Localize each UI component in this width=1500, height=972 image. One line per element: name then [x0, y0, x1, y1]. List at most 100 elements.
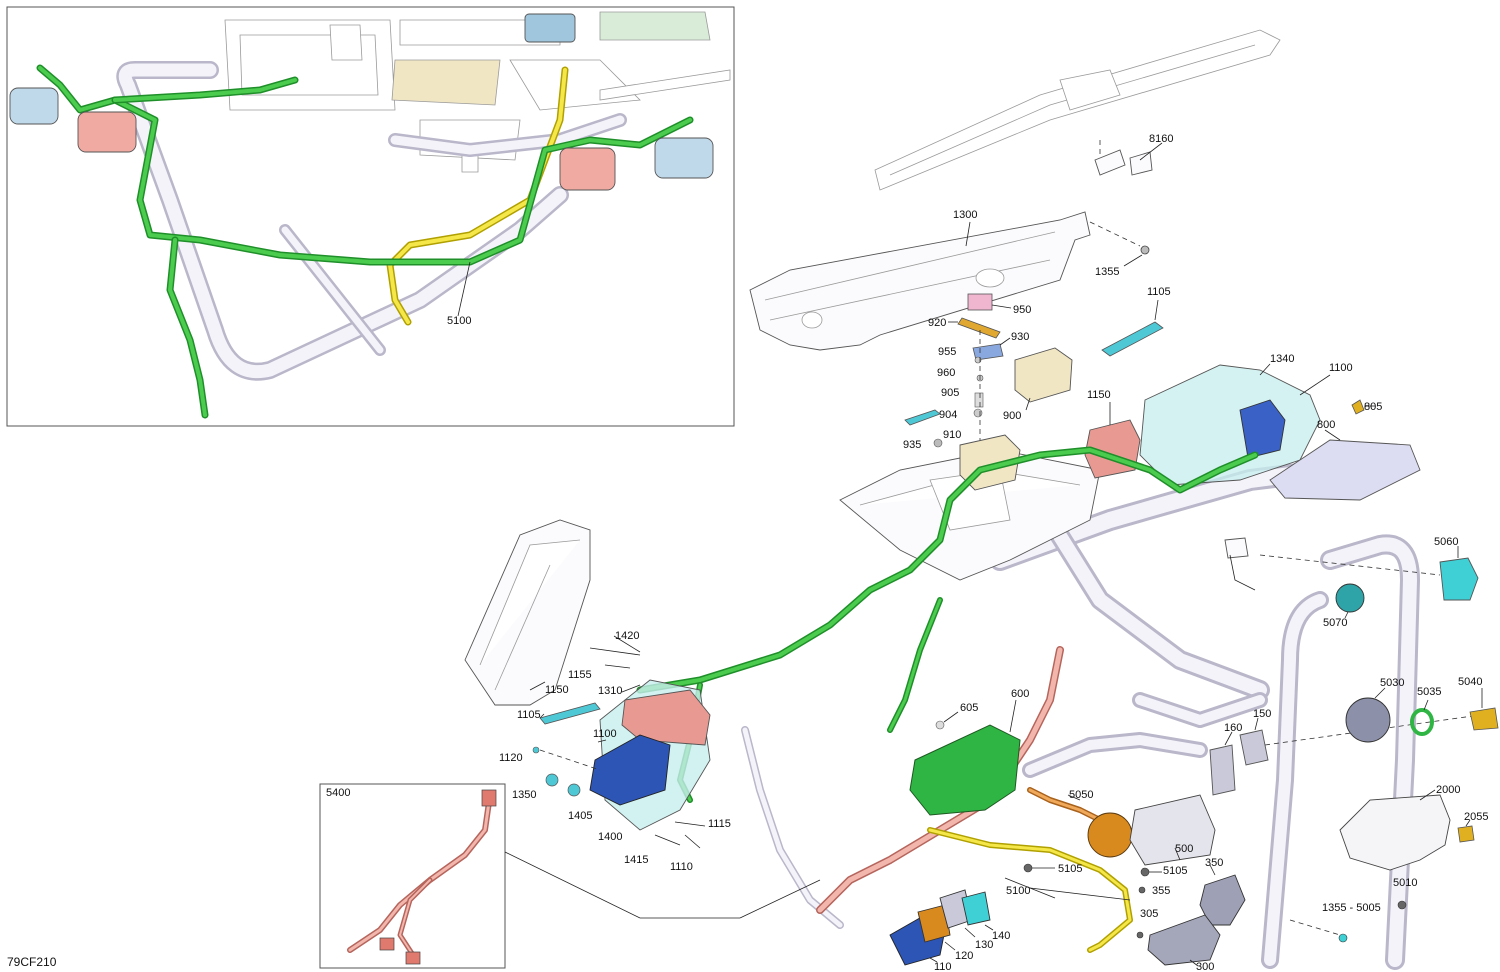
callout-label: 955: [938, 346, 956, 358]
inset-connector-blue-left: [9, 87, 59, 125]
ring-5035: [1410, 708, 1434, 736]
inset-frame: [6, 6, 735, 427]
callout-label: 350: [1205, 857, 1223, 869]
callout-label: 1355: [1095, 266, 1119, 278]
connector-120: [917, 904, 951, 943]
callout-label: 2055: [1464, 811, 1488, 823]
clip-1105-lower: [539, 702, 601, 725]
callout-label: 800: [1317, 419, 1335, 431]
inset-frame: [319, 783, 506, 969]
speaker-5030: [1345, 697, 1391, 743]
callout-label: 110: [934, 961, 952, 972]
callout-label: 1115: [708, 818, 731, 830]
callout-label: 1420: [615, 630, 639, 642]
callout-label: 950: [1013, 304, 1031, 316]
figure-code: 79CF210: [7, 955, 57, 969]
clip-1105-top: 1105: [1101, 286, 1171, 357]
callout-label: 5105: [1163, 865, 1187, 877]
callout-label: 1155: [568, 669, 592, 681]
callout-label: 5105: [1058, 863, 1082, 875]
callout-label: 805: [1364, 401, 1382, 413]
screw-icon: [1140, 245, 1150, 255]
callout-label: 1150: [545, 684, 569, 696]
callout-label: 920: [928, 317, 946, 329]
relay-900: [1014, 347, 1073, 403]
callout-label: 1310: [598, 685, 622, 697]
cover-2000: [1339, 794, 1451, 871]
socket-5040: [1469, 707, 1499, 731]
callout-label: 1120: [499, 752, 523, 764]
connector-icon: [405, 951, 421, 965]
harness-5400-inset: 5400: [319, 783, 821, 969]
callout-label: 910: [943, 429, 961, 441]
callout-label: 5035: [1417, 686, 1441, 698]
callout-label: 930: [1011, 331, 1029, 343]
plate-930: [972, 343, 1004, 361]
callout-label: 355: [1152, 885, 1170, 897]
callout-label: 8160: [1149, 133, 1173, 145]
lamp-300: [1147, 914, 1221, 966]
detail-box-label: 5400: [326, 787, 350, 799]
callout-label: 5040: [1458, 676, 1482, 688]
callout-label: 1100: [1329, 362, 1353, 374]
callout-label: 150: [1253, 708, 1271, 720]
inset-connector-blue-right: [654, 137, 714, 179]
callout-label: 305: [1140, 908, 1158, 920]
inset-connector-red-right: [559, 147, 616, 191]
callout-label: 904: [939, 409, 957, 421]
callout-label: 1300: [953, 209, 977, 221]
callout-label: 905: [941, 387, 959, 399]
callout-label: 5070: [1323, 617, 1347, 629]
callout-label: 5010: [1393, 877, 1417, 889]
callout-label: 1350: [512, 789, 536, 801]
connector-icon: [379, 937, 395, 951]
connector-1100-lower: [589, 734, 671, 806]
module-800: [1269, 439, 1421, 501]
callout-label: 1150: [1087, 389, 1111, 401]
callout-label: 1405: [568, 810, 592, 822]
connector-icon: [481, 789, 497, 807]
callout-label: 1355 - 5005: [1322, 902, 1381, 914]
inset-connector-red-left: [77, 111, 137, 153]
callout-label: 1340: [1270, 353, 1294, 365]
speaker-5050: [1087, 812, 1133, 858]
harness-overview-inset: 5100: [6, 6, 735, 427]
dash-display-600: [909, 724, 1021, 816]
callout-label: 5100: [1006, 885, 1030, 897]
callout-label: 960: [937, 367, 955, 379]
lamp-350: [1199, 874, 1246, 926]
left-bracket-assembly: 1150 1420 1155 1310 1105 1100 1120 1350 …: [464, 519, 731, 873]
vent-500: [1129, 794, 1216, 866]
callout-label: 130: [975, 939, 993, 951]
callout-label: 120: [955, 950, 973, 962]
callout-label: 1105: [1147, 286, 1171, 298]
relay-950: [967, 293, 993, 311]
callout-label: 1100: [593, 728, 617, 740]
bracket-920: [957, 317, 1001, 339]
switch-5070: [1335, 583, 1365, 613]
inset-connector-top: [524, 13, 576, 43]
callout-label: 5100: [447, 315, 471, 327]
callout-label: 5050: [1069, 789, 1093, 801]
upper-rail-assembly: 8160: [874, 29, 1281, 191]
callout-label: 600: [1011, 688, 1029, 700]
callout-label: 605: [960, 702, 978, 714]
callout-label: 1400: [598, 831, 622, 843]
connector-150: [1239, 729, 1269, 766]
switch-5060-5070: 5060 5070: [1224, 536, 1479, 629]
callout-label: 5030: [1380, 677, 1404, 689]
clip-icon: [904, 409, 941, 426]
callout-label: 935: [903, 439, 921, 451]
callout-label: 1105: [517, 709, 541, 721]
dash-cover-1300: 1300 1355: [749, 209, 1150, 351]
connector-1100: [1239, 399, 1286, 459]
callout-label: 5060: [1434, 536, 1458, 548]
connector-140: [961, 891, 991, 926]
callout-label: 1415: [624, 854, 648, 866]
inset-background-sketch: [224, 11, 731, 173]
callout-label: 1110: [670, 861, 693, 873]
callout-label: 300: [1196, 961, 1214, 972]
connector-1150-lower: [621, 689, 711, 746]
callout-label: 500: [1175, 843, 1193, 855]
